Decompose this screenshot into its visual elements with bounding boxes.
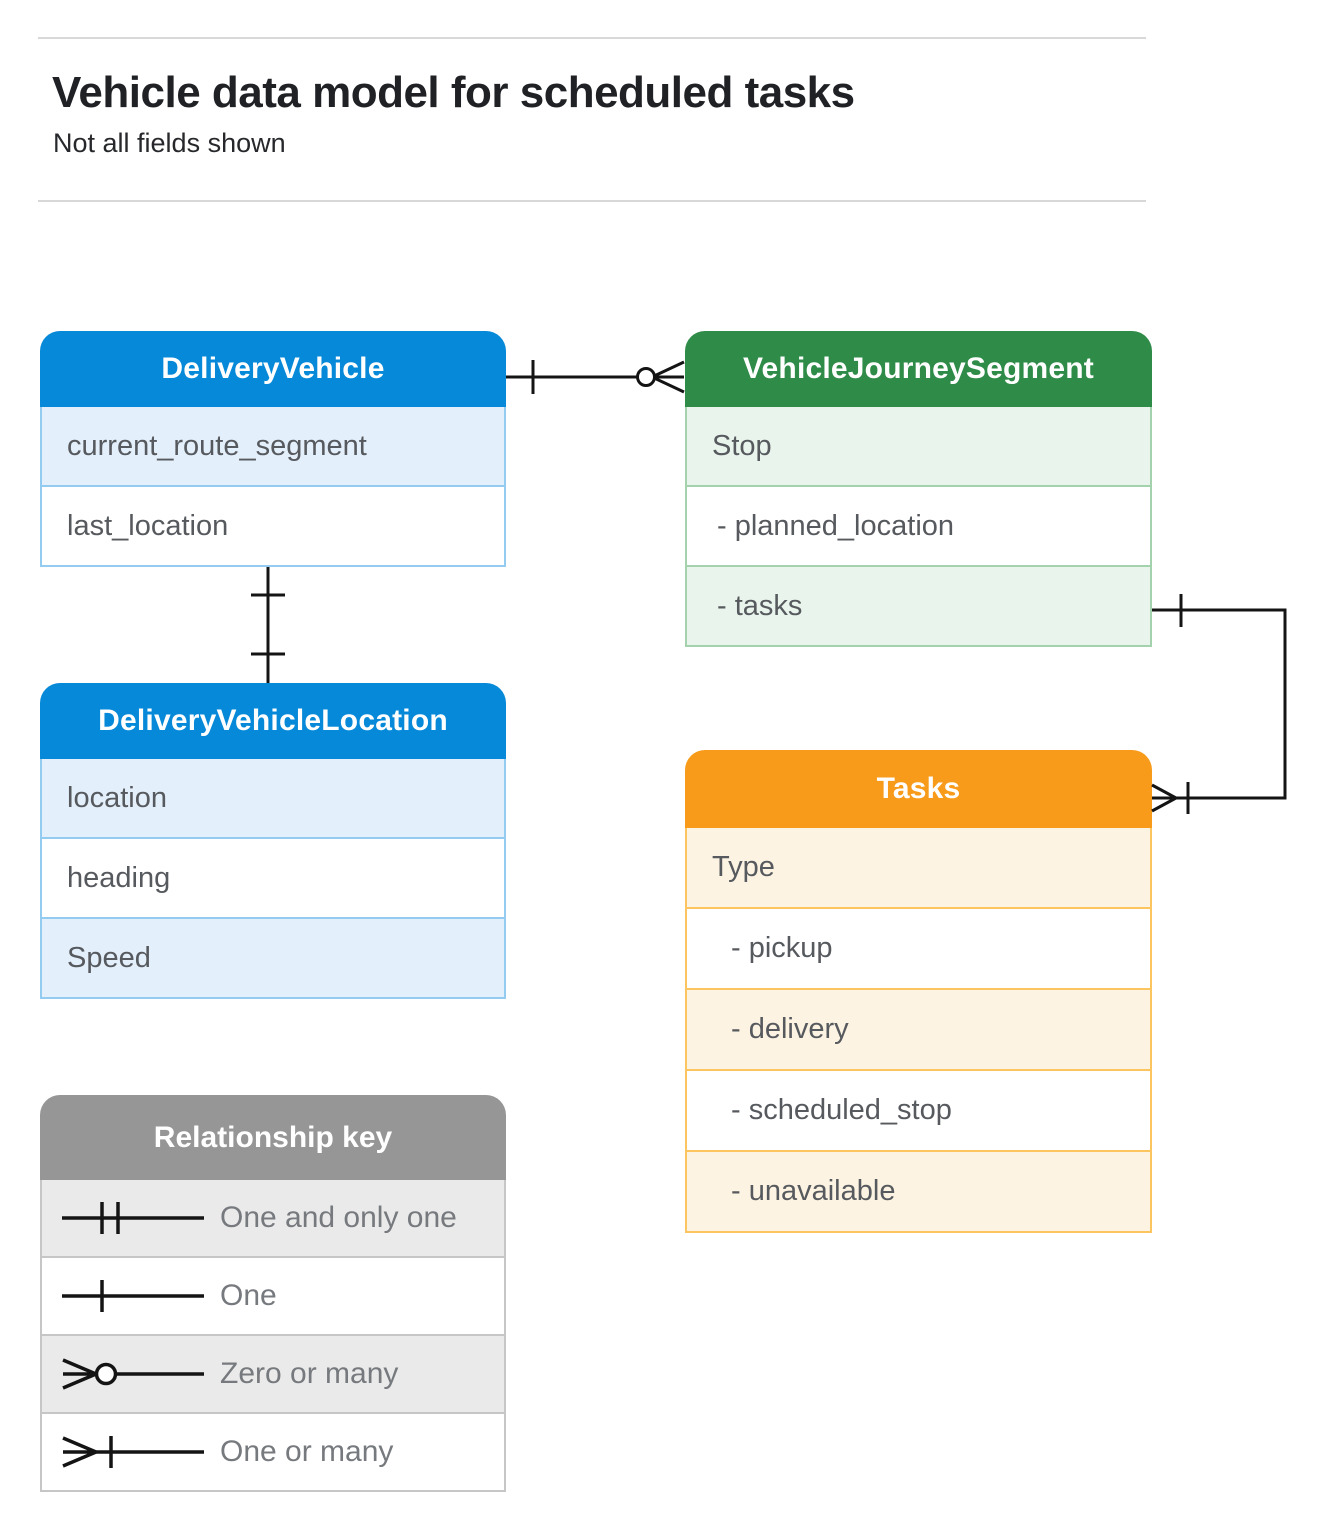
page-subtitle: Not all fields shown <box>53 128 286 158</box>
legend-label: One or many <box>220 1435 394 1468</box>
entity-rows: Type- pickup- delivery- scheduled_stop- … <box>685 828 1152 1233</box>
entity-row: location <box>42 759 504 837</box>
legend-row: One and only one <box>42 1180 504 1256</box>
entity-row: current_route_segment <box>42 407 504 485</box>
one-and-only-one-symbol <box>62 1202 204 1234</box>
entity-vehicle-journey-segment: VehicleJourneySegment Stop- planned_loca… <box>685 331 1152 647</box>
entity-header: DeliveryVehicleLocation <box>40 683 506 759</box>
one-symbol <box>62 1280 204 1312</box>
entity-rows: Stop- planned_location- tasks <box>685 407 1152 647</box>
connector-tasks-elbow <box>1151 594 1287 814</box>
entity-row: - planned_location <box>687 485 1150 565</box>
one-or-many-symbol <box>62 1436 204 1468</box>
divider-bottom <box>38 200 1146 202</box>
entity-row: - unavailable <box>687 1150 1150 1231</box>
legend-label: Zero or many <box>220 1357 399 1390</box>
entity-row: heading <box>42 837 504 917</box>
entity-row: - pickup <box>687 907 1150 988</box>
page-title: Vehicle data model for scheduled tasks <box>52 68 855 117</box>
legend-row: Zero or many <box>42 1334 504 1412</box>
connector-deliveryvehicle-deliveryvehiclelocation <box>251 567 285 683</box>
legend-row: One or many <box>42 1412 504 1490</box>
entity-header: Tasks <box>685 750 1152 828</box>
entity-row: - delivery <box>687 988 1150 1069</box>
entity-row: - tasks <box>687 565 1150 645</box>
relationship-key-title: Relationship key <box>40 1095 506 1180</box>
entity-row: Type <box>687 828 1150 907</box>
entity-row: - scheduled_stop <box>687 1069 1150 1150</box>
legend-label: One <box>220 1279 277 1312</box>
entity-row: Speed <box>42 917 504 997</box>
entity-header: VehicleJourneySegment <box>685 331 1152 407</box>
relationship-key: Relationship key One and only one <box>40 1095 506 1492</box>
connector-deliveryvehicle-vehiclejourneysegment <box>506 360 685 394</box>
relationship-key-rows: One and only one One <box>40 1180 506 1492</box>
entity-row: Stop <box>687 407 1150 485</box>
zero-or-many-symbol <box>62 1358 204 1390</box>
legend-row: One <box>42 1256 504 1334</box>
entity-tasks: Tasks Type- pickup- delivery- scheduled_… <box>685 750 1152 1233</box>
divider-top <box>38 37 1146 39</box>
legend-label: One and only one <box>220 1201 457 1234</box>
entity-header: DeliveryVehicle <box>40 331 506 407</box>
entity-row: last_location <box>42 485 504 565</box>
